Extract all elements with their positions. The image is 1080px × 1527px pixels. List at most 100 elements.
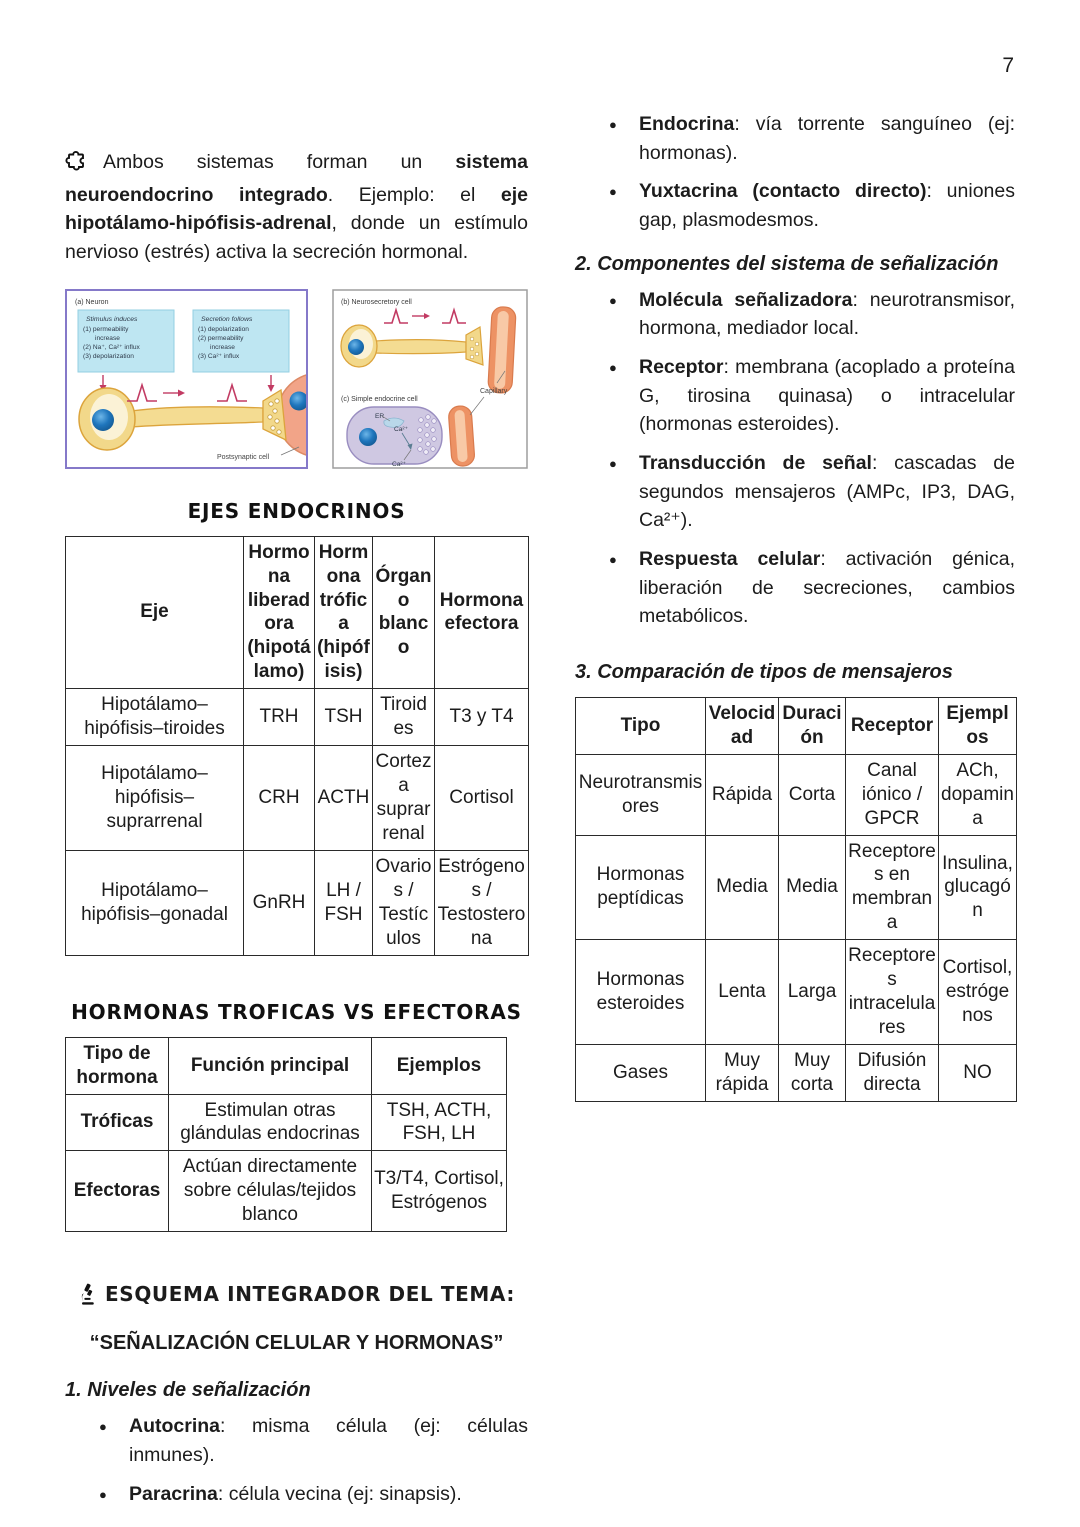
bullet-text: : misma célula (ej: células inmunes). bbox=[129, 1415, 528, 1466]
secretion-line: increase bbox=[210, 344, 235, 351]
table-cell: Hipotálamo–hipófisis–tiroides bbox=[65, 688, 244, 747]
nucleus bbox=[289, 391, 306, 411]
list-item: Respuesta celular: activación génica, li… bbox=[575, 545, 1015, 631]
table-cell: Tiroides bbox=[372, 688, 435, 747]
table-cell: Media bbox=[778, 834, 846, 941]
neuron-figure: (a) Neuron Stimulus induces (1) permeabi… bbox=[65, 288, 308, 469]
bullet-icon bbox=[575, 286, 639, 343]
table-cell: Neurotransmisores bbox=[575, 753, 706, 836]
table-row: Tróficas Estimulan otras glándulas endoc… bbox=[65, 1093, 507, 1152]
table-header-row: Tipo de hormona Función principal Ejempl… bbox=[65, 1036, 507, 1095]
table-cell: Hipotálamo–hipófisis–gonadal bbox=[65, 849, 244, 956]
er-label: ER bbox=[375, 413, 384, 420]
bullet-icon bbox=[575, 545, 639, 631]
ca-label: Ca²⁺ bbox=[394, 426, 409, 433]
table-cell: Tróficas bbox=[65, 1093, 169, 1152]
axon-terminal bbox=[465, 325, 484, 366]
bullet-term: Respuesta celular bbox=[639, 547, 821, 570]
capillary bbox=[448, 405, 475, 467]
table-cell: ACTH bbox=[314, 745, 373, 851]
intro-bold: eje hipotálamo-hipófisis-adrenal bbox=[65, 183, 528, 235]
secretion-line: (1) depolarization bbox=[198, 326, 249, 333]
esquema-subtitle: “SEÑALIZACIÓN CELULAR Y HORMONAS” bbox=[89, 1332, 504, 1355]
table-header-cell: Función principal bbox=[168, 1036, 372, 1095]
microscope-icon bbox=[78, 1283, 97, 1310]
axon-terminal bbox=[262, 388, 287, 441]
action-potential-icon bbox=[384, 306, 466, 324]
esquema-heading: ESQUEMA INTEGRADOR DEL TEMA: bbox=[65, 1282, 528, 1310]
stimulus-line: (2) Na⁺, Ca²⁺ influx bbox=[83, 344, 140, 351]
section-2-heading: 2. Componentes del sistema de señalizaci… bbox=[575, 252, 999, 275]
capillary-label: Capillary bbox=[480, 388, 508, 395]
table-header-cell: Velocidad bbox=[705, 696, 779, 755]
table-cell: TRH bbox=[243, 688, 315, 747]
figure-a-caption: (a) Neuron bbox=[75, 299, 109, 306]
intro-bold: sistema neuroendocrino integrado bbox=[65, 151, 528, 206]
bullet-term: Receptor bbox=[639, 355, 724, 378]
bullet-term: Endocrina bbox=[639, 113, 735, 135]
table-header-cell: Ejemplos bbox=[938, 696, 1017, 755]
table-cell: Cortisol, estrógenos bbox=[938, 939, 1017, 1046]
table-cell: Canal iónico / GPCR bbox=[845, 753, 939, 836]
table-header-cell: Ejemplos bbox=[371, 1036, 507, 1095]
vesicles bbox=[417, 413, 437, 455]
stimulus-line: (1) permeability bbox=[83, 326, 129, 333]
bullet-term: Paracrina bbox=[129, 1482, 218, 1505]
table-header-cell: Duración bbox=[778, 696, 846, 755]
table-header-cell: Hormona trófica (hipófisis) bbox=[314, 535, 373, 690]
table-header-cell: Receptor bbox=[845, 696, 939, 755]
table-cell: LH / FSH bbox=[314, 849, 373, 956]
table-cell: T3/T4, Cortisol, Estrógenos bbox=[371, 1150, 507, 1233]
bullet-icon bbox=[65, 1412, 129, 1469]
table-cell: Cortisol bbox=[434, 745, 529, 851]
right-column: Endocrina: vía torrente sanguíneo (ej: h… bbox=[575, 110, 1017, 1102]
table-header-row: Tipo Velocidad Duración Receptor Ejemplo… bbox=[575, 696, 1017, 755]
table-cell: Efectoras bbox=[65, 1150, 169, 1233]
list-item: Endocrina: vía torrente sanguíneo (ej: h… bbox=[575, 110, 1015, 167]
bullet-icon bbox=[575, 353, 639, 439]
table-cell: GnRH bbox=[243, 849, 315, 956]
list-item: Paracrina: célula vecina (ej: sinapsis). bbox=[65, 1480, 528, 1509]
bullet-text: : célula vecina (ej: sinapsis). bbox=[217, 1482, 462, 1505]
bullet-icon bbox=[575, 177, 639, 234]
list-item: Transducción de señal: cascadas de segun… bbox=[575, 449, 1015, 535]
table-cell: Muy corta bbox=[778, 1044, 846, 1102]
ejes-table: Eje Hormona liberadora (hipotálamo) Horm… bbox=[65, 535, 529, 956]
table-cell: Estrógenos / Testosterona bbox=[434, 849, 529, 956]
bullet-text: : neurotransmisor, hormona, mediador loc… bbox=[639, 288, 1015, 340]
table-cell: ACh, dopamina bbox=[938, 753, 1017, 836]
bullet-text: : uniones gap, plasmodesmos. bbox=[639, 180, 1015, 231]
stimulus-title: Stimulus induces bbox=[86, 316, 138, 323]
mensajeros-table: Tipo Velocidad Duración Receptor Ejemplo… bbox=[575, 696, 1017, 1102]
secretion-line: (3) Ca²⁺ influx bbox=[198, 353, 240, 360]
table-cell: TSH bbox=[314, 688, 373, 747]
bullet-icon bbox=[575, 449, 639, 535]
secretion-line: (2) permeability bbox=[198, 335, 244, 342]
table-cell: Difusión directa bbox=[845, 1044, 939, 1102]
intro-text: Ambos sistemas forman un bbox=[103, 151, 456, 173]
table-header-cell: Eje bbox=[65, 535, 244, 690]
table-cell: Insulina, glucagón bbox=[938, 834, 1017, 941]
troficas-table-title: HORMONAS TROFICAS VS EFECTORAS bbox=[71, 999, 522, 1024]
table-header-cell: Órgano blanco bbox=[372, 535, 435, 690]
list-item: Receptor: membrana (acoplado a proteína … bbox=[575, 353, 1015, 439]
bullet-text: : activación génica, liberación de secre… bbox=[639, 547, 1015, 628]
esquema-title-text: ESQUEMA INTEGRADOR DEL TEMA: bbox=[105, 1282, 515, 1307]
bullet-term: Molécula señalizadora bbox=[639, 288, 853, 311]
table-cell: Corta bbox=[778, 753, 846, 836]
intro-text: . Ejemplo: el bbox=[327, 183, 501, 206]
table-cell: Media bbox=[705, 834, 779, 941]
list-item: Autocrina: misma célula (ej: células inm… bbox=[65, 1412, 528, 1469]
section-3-heading: 3. Comparación de tipos de mensajeros bbox=[575, 660, 953, 683]
bullet-text: : vía torrente sanguíneo (ej: hormonas). bbox=[639, 113, 1015, 164]
bullet-term: Autocrina bbox=[129, 1415, 221, 1438]
table-cell: Actúan directamente sobre células/tejido… bbox=[168, 1150, 372, 1233]
figure-b-caption: (b) Neurosecretory cell bbox=[341, 299, 412, 306]
table-header-cell: Hormona efectora bbox=[434, 535, 529, 690]
table-header-cell: Hormona liberadora (hipotálamo) bbox=[243, 535, 315, 690]
figure-c-caption: (c) Simple endocrine cell bbox=[341, 396, 418, 403]
table-cell: Hormonas esteroides bbox=[575, 939, 706, 1046]
table-cell: Estimulan otras glándulas endocrinas bbox=[168, 1093, 372, 1152]
stimulus-line: increase bbox=[95, 335, 120, 342]
table-cell: Hormonas peptídicas bbox=[575, 834, 706, 941]
